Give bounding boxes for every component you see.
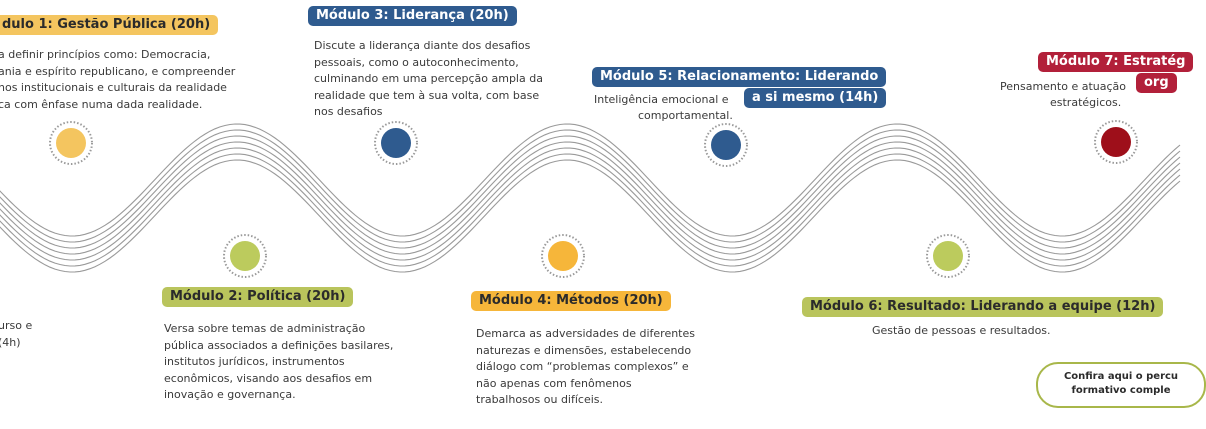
node-dotted-ring: [704, 123, 748, 167]
module-1-description: a definir princípios como: Democracia, a…: [0, 47, 235, 113]
module-1-line: hos institucionais e culturais da realid…: [0, 81, 227, 94]
module-4-line: Demarca as adversidades de diferentes: [476, 327, 695, 340]
wave-lines: [0, 123, 1181, 273]
node-dotted-ring: [1094, 120, 1138, 164]
module-4-line: diálogo com “problemas complexos” e: [476, 360, 689, 373]
module-4-line: não apenas com fenômenos: [476, 376, 632, 390]
module-4-description: Demarca as adversidades de diferentes na…: [476, 326, 695, 409]
module-6-node: [924, 232, 972, 280]
module-7-description-line1: Pensamento e atuação: [1000, 80, 1126, 93]
module-1-title: dulo 1: Gestão Pública (20h): [0, 15, 219, 35]
wave-line: [0, 141, 1181, 255]
module-6-title: Módulo 6: Resultado: Liderando a equipe …: [802, 297, 1164, 317]
module-7-description-line2: estratégicos.: [1050, 96, 1122, 109]
module-4-title: Módulo 4: Métodos (20h): [471, 291, 671, 311]
module-5-title-line1: Módulo 5: Relacionamento: Liderando: [592, 67, 887, 87]
module-2-description: Versa sobre temas de administração públi…: [164, 321, 393, 404]
cta-line1: Confira aqui o percu: [1063, 371, 1179, 382]
module-nodes: [47, 118, 1140, 280]
node-dotted-ring: [926, 234, 970, 278]
module-3-line: nos desafios: [314, 105, 383, 118]
module-2-line: econômicos, visando aos desafios em: [164, 371, 373, 385]
module-3-line: pessoais, como o autoconhecimento,: [314, 55, 519, 69]
wave-line: [0, 153, 1181, 267]
node-dotted-ring: [374, 121, 418, 165]
module-3-node: [372, 119, 420, 167]
node-dotted-ring: [541, 234, 585, 278]
node-dot: [711, 130, 741, 160]
module-4-line: trabalhosos ou difíceis.: [476, 393, 604, 406]
module-2-line: institutos jurídicos, instrumentos: [164, 355, 345, 368]
module-3-title: Módulo 3: Liderança (20h): [308, 6, 517, 26]
node-dot: [230, 241, 260, 271]
node-dot: [1101, 127, 1131, 157]
module-2-line: inovação e governança.: [164, 388, 296, 401]
module-1-line: a definir princípios como: Democracia,: [0, 48, 211, 61]
module-3-description: Discute a liderança diante dos desafios …: [314, 38, 543, 121]
module-2-line: pública associados a definições basilare…: [164, 338, 394, 352]
module-6-description: Gestão de pessoas e resultados.: [872, 324, 1051, 337]
module-1-node: [47, 119, 95, 167]
module-2-node: [221, 232, 269, 280]
module-2-title: Módulo 2: Política (20h): [162, 287, 354, 307]
module-5-description-line1: Inteligência emocional e: [594, 93, 729, 106]
module-5-node: [702, 121, 750, 169]
module-7-title-line1: Módulo 7: Estratég: [1038, 52, 1194, 72]
cta-line2: formativo comple: [1071, 385, 1171, 396]
module-0-description: urso e (4h): [0, 318, 32, 351]
module-4-line: naturezas e dimensões, estabelecendo: [476, 343, 692, 357]
node-dot: [548, 241, 578, 271]
module-3-line: culminando em uma percepção ampla da: [314, 72, 543, 85]
wave-line: [0, 129, 1181, 243]
wave-path-diagram: [0, 118, 1181, 280]
wave-line: [0, 135, 1181, 249]
node-dot: [381, 128, 411, 158]
module-4-node: [539, 232, 587, 280]
wave-line: [0, 147, 1181, 261]
wave-line: [0, 123, 1181, 237]
node-dotted-ring: [223, 234, 267, 278]
module-3-line: realidade que tem à sua volta, com base: [314, 88, 540, 102]
node-dotted-ring: [49, 121, 93, 165]
module-5-title-line2: a si mesmo (14h): [744, 88, 887, 108]
module-7-title-line2: org: [1136, 73, 1177, 93]
module-2-line: Versa sobre temas de administração: [164, 322, 366, 335]
wave-line: [0, 159, 1181, 273]
module-0-line: urso e: [0, 319, 33, 332]
module-1-line: ania e espírito republicano, e compreend…: [0, 64, 236, 78]
module-5-description-line2: comportamental.: [638, 109, 733, 122]
node-dot: [56, 128, 86, 158]
module-1-line: ca com ênfase numa dada realidade.: [0, 97, 203, 111]
view-full-course-button[interactable]: Confira aqui o percu formativo comple: [1036, 362, 1206, 408]
node-dot: [933, 241, 963, 271]
module-7-node: [1092, 118, 1140, 166]
module-3-line: Discute a liderança diante dos desafios: [314, 39, 531, 52]
module-0-line: (4h): [0, 335, 21, 349]
